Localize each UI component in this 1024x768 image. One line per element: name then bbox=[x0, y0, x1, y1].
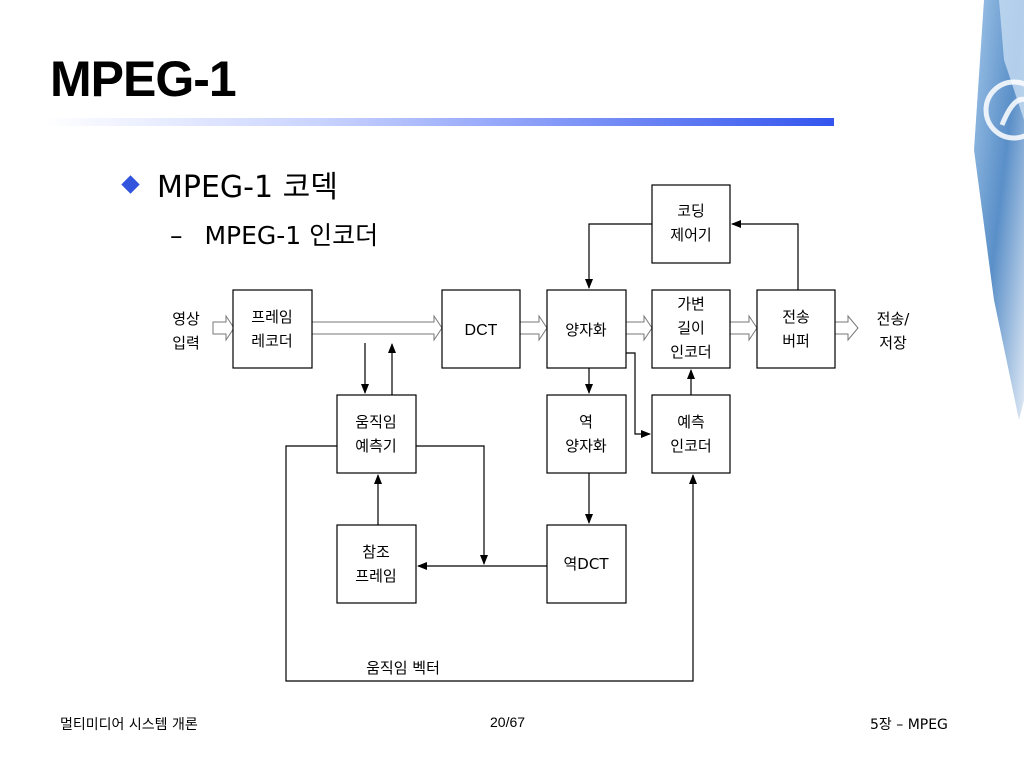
block-motion-estimator bbox=[336, 394, 417, 474]
motion-estimator-label-1: 움직임 bbox=[355, 413, 396, 431]
block-frame-reorder bbox=[232, 289, 313, 369]
arrow-quant-to-predictive bbox=[626, 352, 651, 438]
input-label: 영상 입력 bbox=[172, 310, 200, 352]
tx-buffer-label-2: 버퍼 bbox=[782, 332, 810, 350]
inverse-quantizer-label-2: 양자화 bbox=[565, 437, 607, 455]
coding-control-label-2: 제어기 bbox=[670, 226, 711, 244]
dash-bullet: – bbox=[170, 221, 183, 250]
hollow-arrow-output bbox=[834, 314, 859, 342]
bullet-2-text: MPEG-1 인코더 bbox=[204, 221, 379, 250]
predictive-encoder-label-1: 예측 bbox=[677, 413, 705, 431]
motion-estimator-label-2: 예측기 bbox=[355, 437, 396, 455]
quantizer-label: 양자화 bbox=[565, 321, 607, 339]
dct-label: DCT bbox=[465, 322, 498, 339]
block-inverse-dct bbox=[546, 524, 627, 604]
arrow-buffer-to-control bbox=[731, 220, 799, 290]
motion-vector-label: 움직임 벡터 bbox=[366, 659, 440, 677]
input-label-line-1: 영상 bbox=[172, 310, 200, 328]
arrow-control-to-quantizer bbox=[585, 223, 652, 289]
hollow-arrow-reorder-to-dct bbox=[311, 314, 443, 342]
block-dct bbox=[441, 289, 521, 369]
frame-reorder-label-1: 프레임 bbox=[251, 308, 292, 326]
block-quantizer bbox=[546, 289, 627, 369]
predictive-encoder-label-2: 인코더 bbox=[670, 437, 711, 455]
hollow-arrow-quant-to-vlc bbox=[625, 314, 653, 342]
coding-control-label-1: 코딩 bbox=[677, 202, 705, 220]
block-coding-control bbox=[651, 184, 731, 264]
bullet-level-2: – MPEG-1 인코더 bbox=[170, 216, 378, 252]
slide-title: MPEG-1 bbox=[50, 51, 237, 107]
hollow-arrow-input bbox=[212, 314, 235, 342]
title-underline bbox=[44, 118, 834, 126]
inverse-quantizer-label-1: 역 bbox=[579, 413, 593, 431]
hollow-arrow-vlc-to-buffer bbox=[729, 314, 758, 342]
output-label-line-1: 전송/ bbox=[877, 310, 911, 328]
block-tx-buffer bbox=[756, 289, 836, 369]
block-vlc bbox=[651, 289, 731, 369]
output-label: 전송/ 저장 bbox=[877, 310, 911, 352]
block-predictive-encoder bbox=[651, 394, 731, 474]
vlc-label-1: 가변 bbox=[677, 295, 705, 313]
footer-chapter: 5장 – MPEG bbox=[870, 717, 948, 733]
vlc-label-3: 인코더 bbox=[670, 343, 711, 361]
reference-frame-label-2: 프레임 bbox=[355, 567, 396, 585]
bullet-1-text: MPEG-1 코덱 bbox=[157, 170, 338, 205]
output-label-line-2: 저장 bbox=[879, 334, 907, 352]
input-label-line-2: 입력 bbox=[172, 334, 200, 352]
block-reference-frame bbox=[336, 524, 417, 604]
block-inverse-quantizer bbox=[546, 394, 627, 474]
footer-page-number: 20/67 bbox=[490, 714, 526, 730]
inverse-dct-label: 역DCT bbox=[564, 555, 610, 573]
hollow-arrow-dct-to-quant bbox=[519, 314, 548, 342]
tx-buffer-label-1: 전송 bbox=[782, 308, 810, 326]
arrow-motion-vector bbox=[285, 445, 697, 682]
frame-reorder-label-2: 레코더 bbox=[251, 332, 292, 350]
footer-course-title: 멀티미디어 시스템 개론 bbox=[60, 717, 198, 733]
reference-frame-label-1: 참조 bbox=[362, 543, 390, 561]
main-path-arrows bbox=[212, 314, 859, 342]
arrow-motion-to-junction bbox=[416, 445, 488, 565]
vlc-label-2: 길이 bbox=[677, 319, 705, 337]
bullet-level-1: MPEG-1 코덱 bbox=[118, 162, 338, 206]
